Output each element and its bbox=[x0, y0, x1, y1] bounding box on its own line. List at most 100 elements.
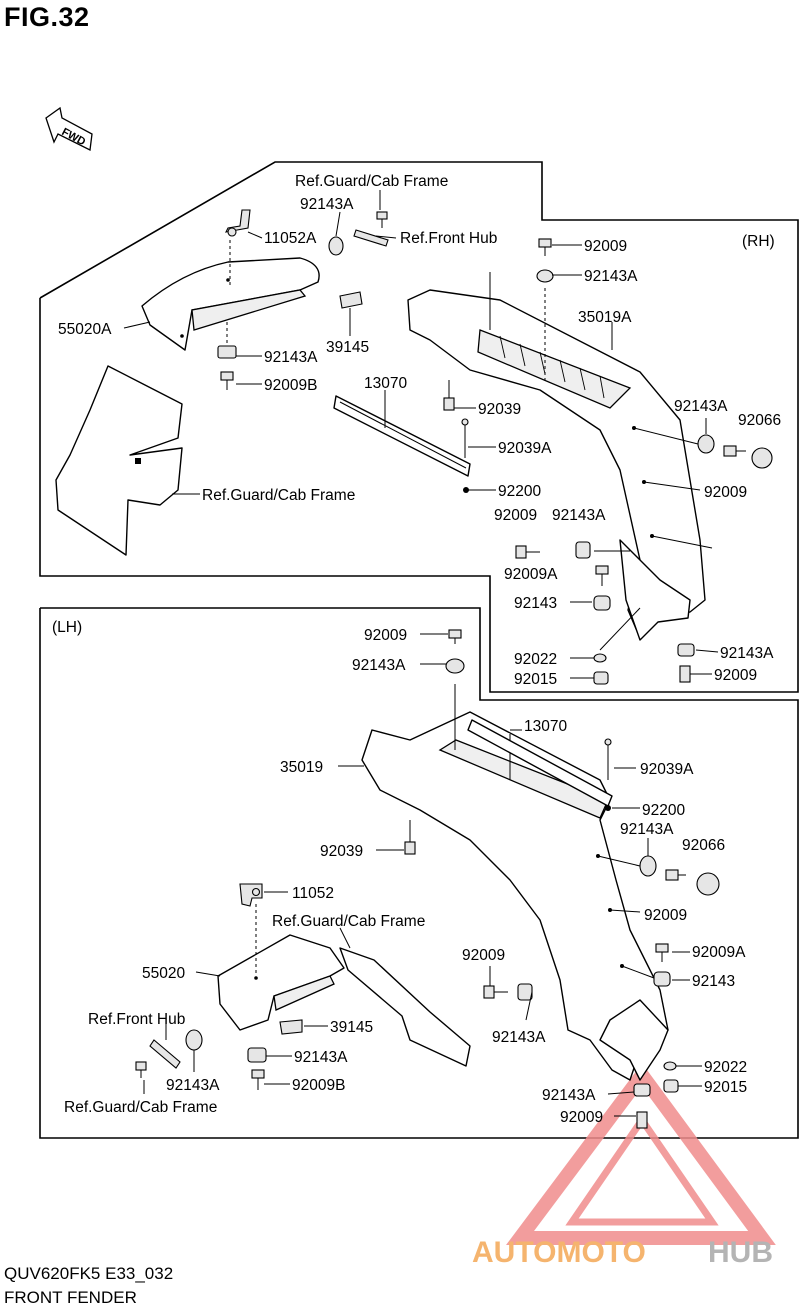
lh-label-92143A-e: 92143A bbox=[166, 1077, 220, 1094]
rh-side-label: (RH) bbox=[742, 233, 775, 250]
lh-label-92009-c: 92009 bbox=[462, 947, 505, 964]
watermark-text-b: HUB bbox=[708, 1236, 773, 1269]
rh-55020A-flap-inner bbox=[191, 289, 307, 331]
rh-bolt-icon bbox=[376, 211, 388, 228]
lh-92009B-bolt-icon bbox=[251, 1069, 265, 1090]
lh-label-92039A: 92039A bbox=[640, 761, 694, 778]
rh-label-92009-c: 92009 bbox=[494, 507, 537, 524]
rh-label-92143A-c: 92143A bbox=[584, 268, 638, 285]
rh-39145-clip-icon bbox=[339, 291, 363, 309]
rh-label-92039: 92039 bbox=[478, 401, 521, 418]
rh-label-92143A-a: 92143A bbox=[300, 196, 354, 213]
rh-label-92143A-b: 92143A bbox=[264, 349, 318, 366]
lh-92143A-nut-icon bbox=[517, 983, 533, 1001]
lh-label-92015: 92015 bbox=[704, 1079, 747, 1096]
lh-ref-bolt-icon bbox=[135, 1061, 147, 1078]
lh-hub-pin-icon bbox=[149, 1039, 181, 1069]
rh-label-39145: 39145 bbox=[326, 339, 369, 356]
lh-11052-bracket bbox=[239, 883, 263, 907]
lh-92009A-bolt-icon bbox=[655, 943, 669, 962]
lh-label-92022: 92022 bbox=[704, 1059, 747, 1076]
rh-label-92009A: 92009A bbox=[504, 566, 558, 583]
lh-92143A-washer-icon bbox=[445, 658, 465, 674]
rh-92039A-rivet-icon bbox=[461, 418, 469, 458]
lh-92039A-rivet-icon bbox=[604, 738, 612, 780]
rh-92143-grommet-icon bbox=[593, 595, 611, 611]
rh-label-92143A-d: 92143A bbox=[674, 398, 728, 415]
lh-label-92009-b: 92009 bbox=[644, 907, 687, 924]
rh-label-35019A: 35019A bbox=[578, 309, 632, 326]
rh-label-ref-front-hub: Ref.Front Hub bbox=[400, 230, 497, 247]
rh-92009-bolt2-icon bbox=[515, 545, 540, 559]
lh-label-92200: 92200 bbox=[642, 802, 685, 819]
lh-label-92039: 92039 bbox=[320, 843, 363, 860]
lh-92015-nut-icon bbox=[663, 1079, 679, 1093]
lh-label-92143A-a: 92143A bbox=[352, 657, 406, 674]
lh-label-11052: 11052 bbox=[292, 885, 334, 902]
rh-92015-nut-icon bbox=[593, 671, 609, 685]
lh-side-label: (LH) bbox=[52, 619, 82, 636]
rh-11052A-bracket bbox=[225, 209, 251, 237]
rh-label-11052A: 11052A bbox=[264, 230, 317, 247]
lh-labels: (LH) 92009 92143A 13070 35019 92039A 922… bbox=[52, 619, 747, 1126]
rh-92200-icon bbox=[463, 487, 469, 493]
rh-guard-panel bbox=[55, 365, 183, 556]
rh-hub-pin-icon bbox=[353, 229, 389, 247]
lh-label-92143: 92143 bbox=[692, 973, 735, 990]
lh-92143A-grommet2-icon bbox=[185, 1029, 203, 1051]
rh-92022-washer-icon bbox=[593, 653, 607, 663]
lh-label-ref-guard-bottom: Ref.Guard/Cab Frame bbox=[64, 1099, 217, 1116]
rh-label-92039A: 92039A bbox=[498, 440, 552, 457]
lh-label-ref-front-hub: Ref.Front Hub bbox=[88, 1011, 185, 1028]
rh-bolt-92009B-icon bbox=[220, 371, 234, 390]
lh-label-92143A-c: 92143A bbox=[492, 1029, 546, 1046]
lh-label-13070: 13070 bbox=[524, 718, 567, 735]
rh-leader-lines bbox=[123, 190, 719, 679]
rh-label-92143A-e: 92143A bbox=[552, 507, 606, 524]
lh-label-92009B: 92009B bbox=[292, 1077, 345, 1094]
lh-92009-bolt-top-icon bbox=[448, 629, 462, 644]
watermark-text-a: AUTOMOTO bbox=[472, 1236, 646, 1269]
figure-title: FIG.32 bbox=[4, 2, 90, 32]
rh-92009-bolt3-icon bbox=[679, 665, 691, 683]
lh-92009-bolt-icon bbox=[665, 869, 686, 881]
rh-label-92009-a: 92009 bbox=[584, 238, 627, 255]
lh-frame bbox=[39, 607, 799, 1139]
lh-92009-bolt3-icon bbox=[636, 1111, 648, 1129]
lh-label-92009-a: 92009 bbox=[364, 627, 407, 644]
rh-label-92066: 92066 bbox=[738, 412, 781, 429]
rh-labels: (RH) Ref.Guard/Cab Frame 92143A 11052A R… bbox=[58, 173, 781, 688]
lh-92143-grommet-icon bbox=[653, 971, 671, 987]
figure-caption: FRONT FENDER bbox=[4, 1288, 137, 1307]
lh-label-92143A-b: 92143A bbox=[620, 821, 674, 838]
watermark-text: AUTOMOTO HUB bbox=[472, 1236, 773, 1269]
rh-92066-cap-icon bbox=[751, 447, 773, 469]
rh-label-13070: 13070 bbox=[364, 375, 407, 392]
rh-92009A-bolt-icon bbox=[595, 565, 609, 586]
rh-92143A-nut2-icon bbox=[677, 643, 695, 657]
rh-92039-rivet-icon bbox=[443, 380, 455, 411]
lh-label-35019: 35019 bbox=[280, 759, 323, 776]
lh-92143A-grommet-icon bbox=[639, 855, 657, 877]
rh-label-92200: 92200 bbox=[498, 483, 541, 500]
fwd-arrow-icon: FWD bbox=[45, 106, 93, 151]
lh-39145-clip-icon bbox=[279, 1019, 303, 1035]
rh-92143A-nut-icon bbox=[575, 541, 591, 559]
lh-fender-skirt bbox=[599, 999, 669, 1081]
rh-label-92143A-f: 92143A bbox=[720, 645, 774, 662]
lh-55020-flap-inner bbox=[273, 975, 335, 1011]
rh-fender-skirt bbox=[619, 539, 691, 641]
rh-label-92009-b: 92009 bbox=[704, 484, 747, 501]
rh-92143A-grommet-icon bbox=[697, 434, 715, 454]
lh-92022-washer-icon bbox=[663, 1061, 677, 1071]
rh-55020A-flap bbox=[141, 257, 320, 351]
lh-92143A-nut3-icon bbox=[247, 1047, 267, 1063]
lh-leader-lines bbox=[143, 633, 702, 1117]
lh-label-55020: 55020 bbox=[142, 965, 185, 982]
rh-bolt-92009-top-icon bbox=[538, 238, 552, 256]
rh-label-92022: 92022 bbox=[514, 651, 557, 668]
lh-label-39145: 39145 bbox=[330, 1019, 373, 1036]
rh-grommet-icon bbox=[328, 236, 344, 256]
